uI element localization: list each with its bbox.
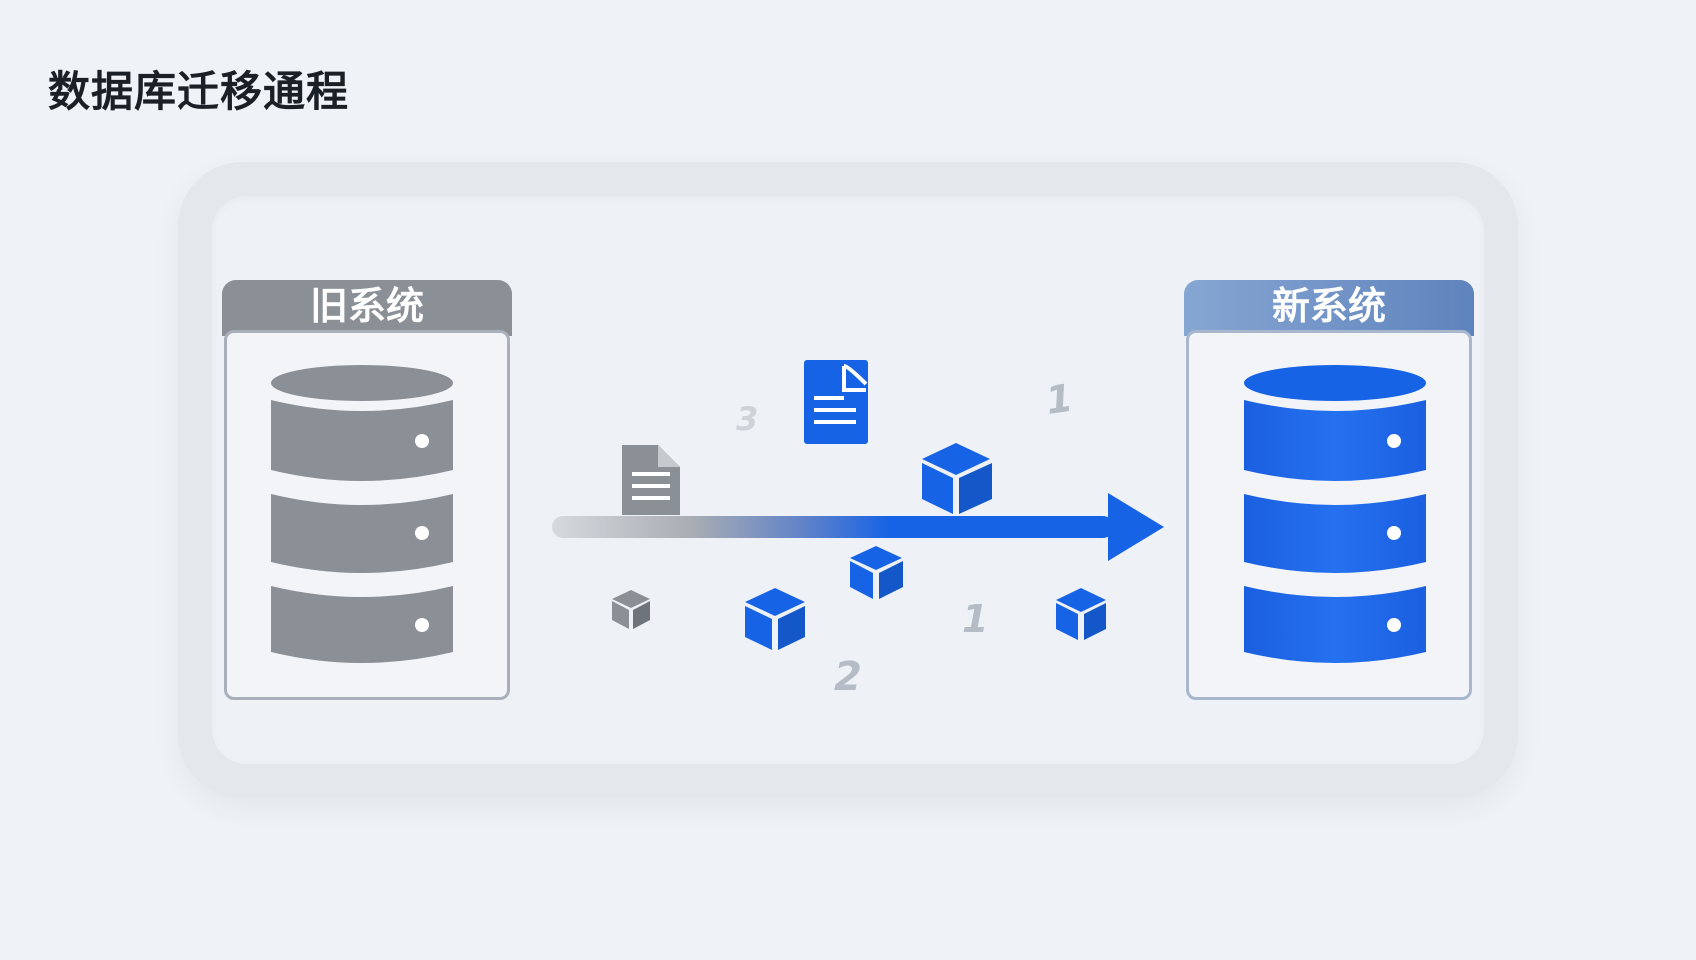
new-system-box: 新系统 [1184,280,1474,700]
page-title: 数据库迁移通程 [48,67,350,116]
new-system-body [1186,330,1472,700]
old-system-box: 旧系统 [222,280,512,700]
new-system-label: 新系统 [1184,280,1474,336]
old-system-label: 旧系统 [222,280,512,336]
old-system-body [224,330,510,700]
